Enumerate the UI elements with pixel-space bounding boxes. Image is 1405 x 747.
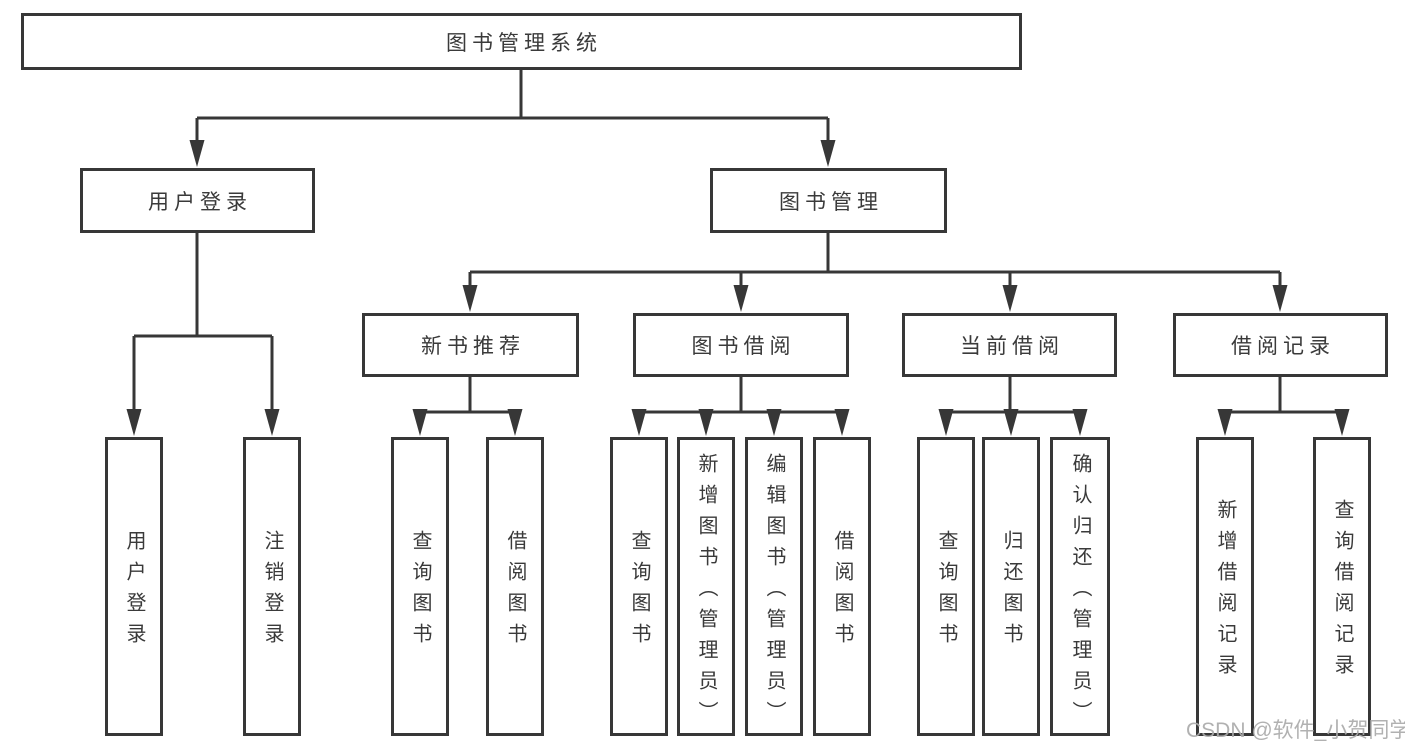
node-book-management: 图书管理 — [710, 168, 947, 233]
node-user-login: 用户登录 — [80, 168, 315, 233]
connector-bookmgmt-to-level3 — [468, 232, 1282, 305]
leaf-label: 查询图书 — [409, 530, 431, 654]
leaf-borrow-edit-books-admin: 编辑图书（管理员） — [745, 437, 803, 736]
leaf-label: 新增借阅记录 — [1214, 499, 1236, 685]
node-library-management-system: 图书管理系统 — [21, 13, 1022, 70]
node-book-borrowing: 图书借阅 — [633, 313, 849, 377]
leaf-label: 归还图书 — [1000, 530, 1022, 654]
leaf-logout: 注销登录 — [243, 437, 301, 736]
leaf-borrow-add-books-admin: 新增图书（管理员） — [677, 437, 735, 736]
leaf-label: 新增图书（管理员） — [695, 452, 717, 732]
leaf-borrow-query-books: 查询图书 — [610, 437, 668, 736]
connector-borrow-to-leaves — [637, 377, 844, 430]
csdn-watermark: CSDN @软件_小贺同学 — [1186, 719, 1405, 742]
connector-root-to-level2 — [195, 70, 830, 160]
node-new-book-recommend: 新书推荐 — [362, 313, 579, 377]
leaf-label: 查询图书 — [935, 530, 957, 654]
leaf-newbook-query-books: 查询图书 — [391, 437, 449, 736]
connector-newbook-to-leaves — [418, 377, 517, 430]
leaf-records-query-record: 查询借阅记录 — [1313, 437, 1371, 736]
leaf-borrow-borrow-books: 借阅图书 — [813, 437, 871, 736]
leaf-label: 借阅图书 — [504, 530, 526, 654]
node-borrowing-records: 借阅记录 — [1173, 313, 1388, 377]
leaf-label: 查询借阅记录 — [1331, 499, 1353, 685]
connector-records-to-leaves — [1223, 377, 1344, 430]
leaf-user-login: 用户登录 — [105, 437, 163, 736]
leaf-label: 注销登录 — [261, 530, 283, 654]
leaf-label: 查询图书 — [628, 530, 650, 654]
leaf-current-confirm-return-admin: 确认归还（管理员） — [1050, 437, 1110, 736]
leaf-label: 借阅图书 — [831, 530, 853, 654]
node-current-borrowing: 当前借阅 — [902, 313, 1117, 377]
leaf-records-add-record: 新增借阅记录 — [1196, 437, 1254, 736]
leaf-current-return-books: 归还图书 — [982, 437, 1040, 736]
leaf-newbook-borrow-books: 借阅图书 — [486, 437, 544, 736]
connector-userlogin-to-leaves — [132, 232, 274, 430]
leaf-current-query-books: 查询图书 — [917, 437, 975, 736]
connector-current-to-leaves — [944, 377, 1082, 430]
leaf-label: 用户登录 — [123, 530, 145, 654]
leaf-label: 编辑图书（管理员） — [763, 452, 785, 732]
leaf-label: 确认归还（管理员） — [1069, 452, 1091, 732]
